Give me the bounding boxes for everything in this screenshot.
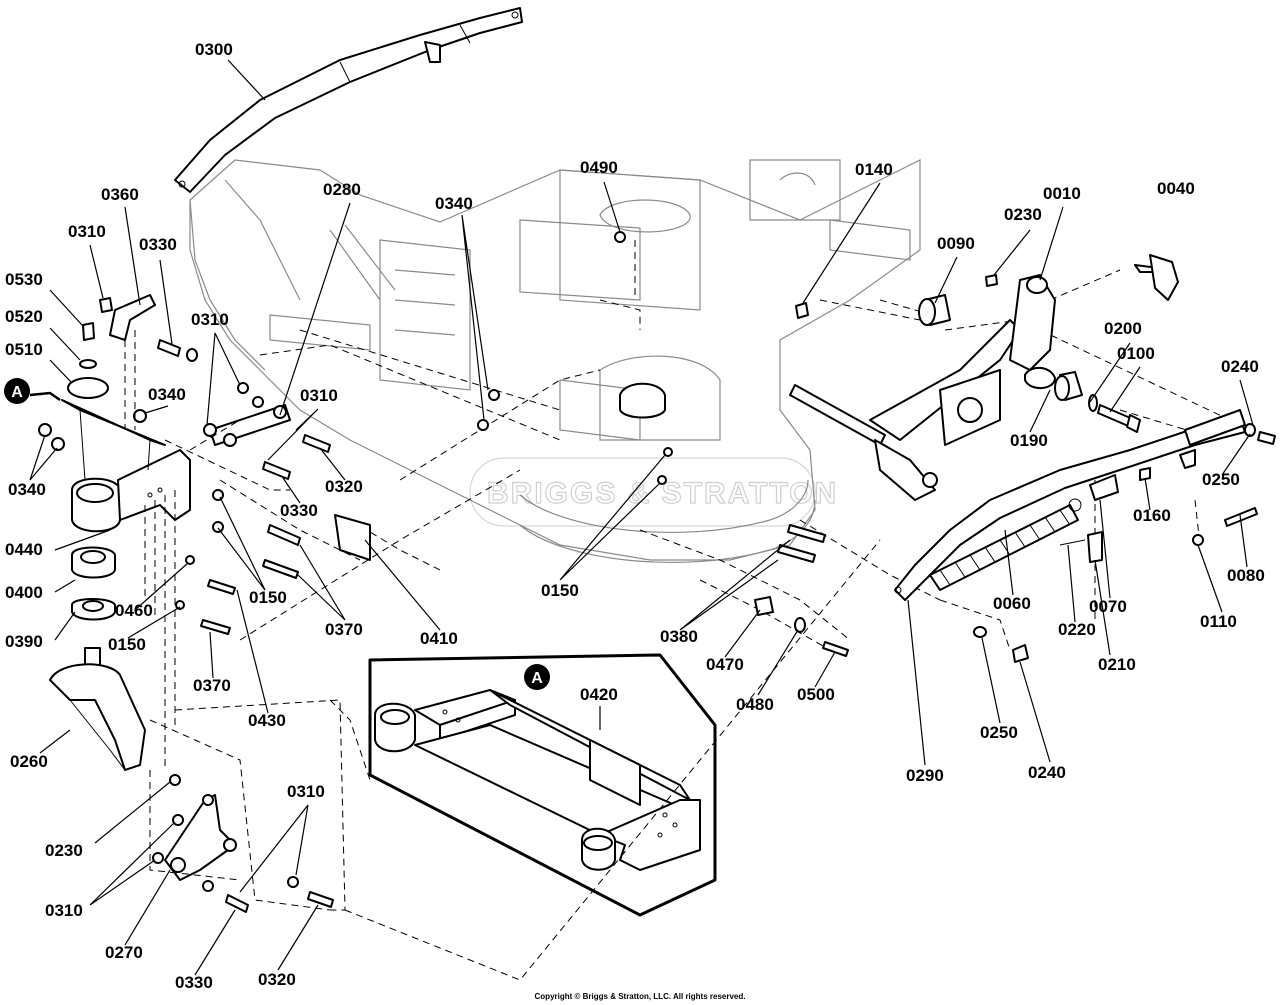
pivot-hardware-right [795,254,1179,433]
hardware-right-bottom [973,423,1276,663]
part-label-0520: 0520 [5,307,43,326]
part-label-0150: 0150 [108,635,146,654]
part-label-0320: 0320 [258,970,296,989]
part-label-0370: 0370 [325,620,363,639]
part-label-0260: 0260 [10,752,48,771]
part-label-0430: 0430 [248,711,286,730]
part-label-0110: 0110 [1200,612,1237,631]
detail-a-inset: A [368,653,717,917]
part-label-0330: 0330 [139,235,177,254]
part-label-0280: 0280 [323,180,361,199]
part-label-0410: 0410 [420,629,458,648]
part-label-0200: 0200 [1104,319,1142,338]
detail-a-marker: A [4,378,61,404]
left-assembly-lines [124,330,881,981]
copyright-notice: Copyright © Briggs & Stratton, LLC. All … [535,992,746,1001]
part-label-0330: 0330 [175,973,213,992]
bolt-set-center [754,524,849,657]
part-label-0250: 0250 [980,723,1018,742]
part-label-0190: 0190 [1010,431,1048,450]
part-0300-lift-arm [174,7,523,193]
lower-left-linkage [152,774,334,913]
part-label-0490: 0490 [580,158,618,177]
part-label-0340: 0340 [8,480,46,499]
center-left-linkage [175,382,371,635]
part-label-0140: 0140 [855,160,893,179]
part-label-0530: 0530 [5,270,43,289]
detail-marker-text: A [11,384,23,401]
part-label-0360: 0360 [101,185,139,204]
part-label-0400: 0400 [5,583,43,602]
part-label-0470: 0470 [706,655,744,674]
caster-assembly [49,546,146,771]
part-label-0230: 0230 [45,841,83,860]
detail-marker-text: A [531,670,543,687]
part-label-0080: 0080 [1227,566,1265,585]
part-label-0510: 0510 [5,340,43,359]
part-label-0040: 0040 [1157,179,1195,198]
part-number-labels: 0300 0360 0310 0330 0280 0340 0490 0140 0010 0040… [5,40,1265,992]
part-label-0480: 0480 [736,695,774,714]
part-label-0380: 0380 [660,627,698,646]
part-label-0150: 0150 [249,588,287,607]
part-label-0210: 0210 [1098,655,1136,674]
part-label-0320: 0320 [325,477,363,496]
part-label-0270: 0270 [105,943,143,962]
part-label-0240: 0240 [1028,763,1066,782]
part-label-0160: 0160 [1133,506,1171,525]
part-label-0300: 0300 [195,40,233,59]
part-0290-right-arm [894,409,1246,601]
deck-assembly-lines [219,240,1231,651]
part-label-0460: 0460 [115,601,153,620]
part-0140-lift-shaft [789,274,1056,501]
part-label-0220: 0220 [1058,620,1096,639]
part-label-0390: 0390 [5,632,43,651]
frame-0420-detail [374,689,701,871]
part-label-0230: 0230 [1004,205,1042,224]
detail-a-marker-inset: A [524,664,550,690]
part-label-0310: 0310 [287,782,325,801]
part-label-0150: 0150 [541,581,579,600]
part-label-0330: 0330 [280,501,318,520]
part-label-0340: 0340 [148,385,186,404]
part-label-0100: 0100 [1117,344,1155,363]
deck-small-hardware [477,231,673,485]
part-label-0070: 0070 [1089,597,1127,616]
part-0440-arm-assembly [61,399,191,533]
part-label-0290: 0290 [906,766,944,785]
part-label-0440: 0440 [5,540,43,559]
part-label-0310: 0310 [191,310,229,329]
part-label-0420: 0420 [580,685,618,704]
part-label-0310: 0310 [45,901,83,920]
part-label-0090: 0090 [937,234,975,253]
part-label-0240: 0240 [1221,357,1259,376]
part-label-0500: 0500 [797,685,835,704]
part-label-0310: 0310 [300,386,338,405]
leader-lines [29,59,1254,976]
part-label-0060: 0060 [993,594,1031,613]
left-front-hardware [38,294,198,451]
part-label-0370: 0370 [193,676,231,695]
part-label-0340: 0340 [435,194,473,213]
part-label-0010: 0010 [1043,184,1081,203]
part-label-0250: 0250 [1202,470,1240,489]
part-label-0310: 0310 [68,222,106,241]
